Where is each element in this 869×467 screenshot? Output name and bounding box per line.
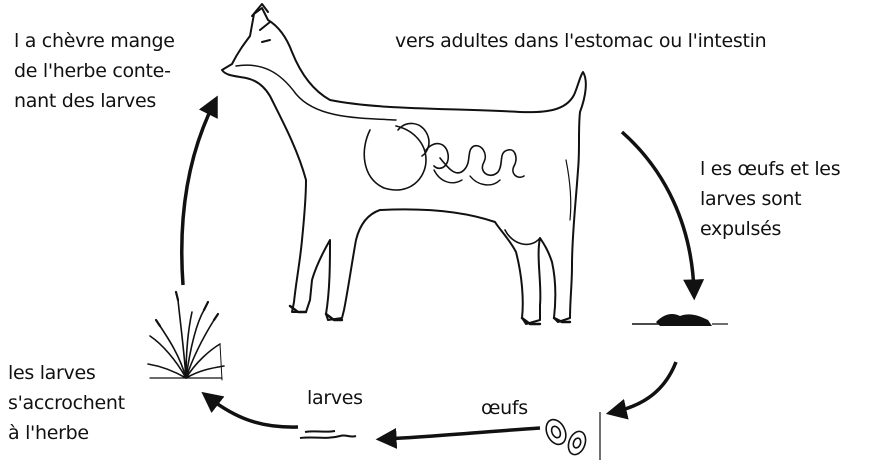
arrow-body-to-feces	[622, 132, 694, 292]
feces-pile	[632, 314, 728, 326]
arrow-grass-to-goat	[182, 103, 214, 285]
grass-tuft	[148, 292, 224, 380]
goat-drawing	[222, 4, 586, 324]
larvae-drawing	[300, 431, 356, 438]
eggs-drawing	[542, 412, 600, 460]
arrow-larvae-to-grass	[208, 397, 298, 427]
arrow-feces-to-eggs	[614, 362, 676, 412]
arrow-eggs-to-larvae	[384, 428, 540, 439]
